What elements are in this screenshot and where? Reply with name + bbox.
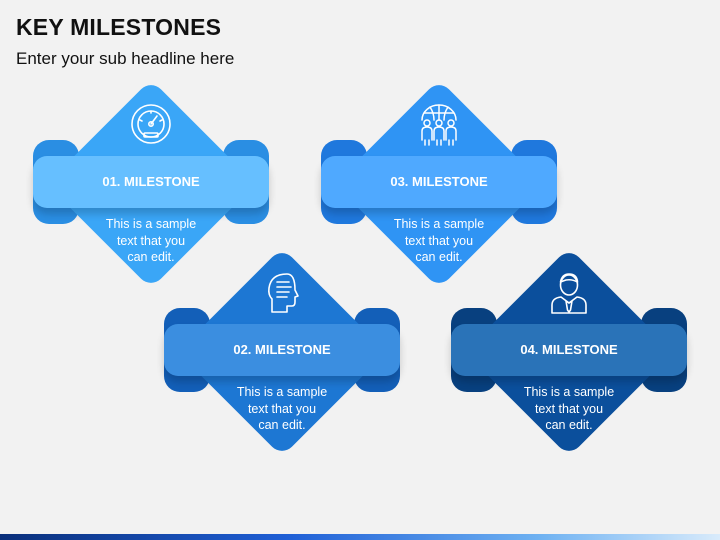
head-profile-icon	[268, 273, 299, 313]
milestone-label: 03. MILESTONE	[390, 174, 488, 189]
speedometer-icon	[131, 104, 171, 144]
milestone-band: 04. MILESTONE	[451, 324, 687, 376]
milestone-description: This is a sample text that you can edit.	[523, 385, 615, 432]
milestone-label: 04. MILESTONE	[520, 342, 618, 357]
milestone-description: This is a sample text that you can edit.	[105, 217, 197, 264]
milestone-card-04: 04. MILESTONE This is a sample text that…	[451, 246, 687, 458]
milestone-band: 02. MILESTONE	[164, 324, 400, 376]
milestone-description: This is a sample text that you can edit.	[236, 385, 328, 432]
milestone-card-01: 01. MILESTONE This is a sample text that…	[33, 78, 269, 290]
milestone-description: This is a sample text that you can edit.	[393, 217, 485, 264]
milestone-card-03: 03. MILESTONE This is a sample text that…	[321, 78, 557, 290]
milestone-label: 01. MILESTONE	[102, 174, 200, 189]
page-subtitle: Enter your sub headline here	[16, 49, 235, 68]
businessman-icon	[551, 273, 587, 314]
page-title: KEY MILESTONES	[16, 14, 222, 40]
milestone-band: 03. MILESTONE	[321, 156, 557, 208]
milestone-band: 01. MILESTONE	[33, 156, 269, 208]
milestone-card-02: 02. MILESTONE This is a sample text that…	[164, 246, 400, 458]
milestone-label: 02. MILESTONE	[233, 342, 331, 357]
global-team-icon	[421, 104, 457, 146]
footer-gradient-bar	[0, 534, 720, 540]
